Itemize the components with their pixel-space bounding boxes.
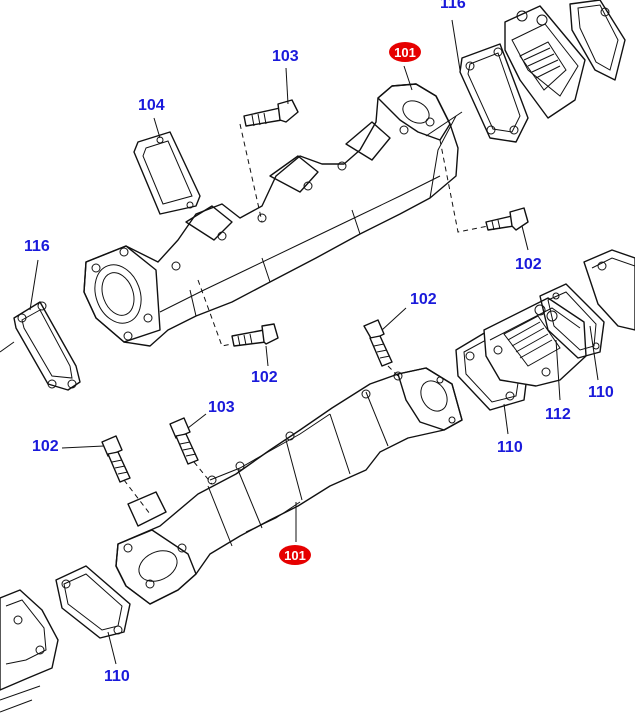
bolt-102-lower-top [363,319,393,367]
bolt-102-upper-left [231,323,279,347]
heat-exchanger-112 [483,297,587,387]
callout-104[interactable]: 104 [138,97,165,114]
bolt-102-upper-right [485,207,529,231]
dashline-lower-103 [193,461,213,485]
callout-110-middle[interactable]: 110 [497,439,523,456]
callout-110-right[interactable]: 110 [588,384,614,401]
gasket-110-right [539,283,605,359]
dashline-lower-102 [123,479,151,515]
callout-103-upper[interactable]: 103 [272,48,299,65]
callout-101-lower[interactable]: 101 [279,545,311,565]
gasket-116-left [0,301,81,391]
cooler-cover-top-right [504,0,626,119]
callout-116-top[interactable]: 116 [440,0,466,12]
gasket-104 [133,131,201,215]
callout-101-upper[interactable]: 101 [389,42,421,62]
dashline-upper-103 [239,123,263,223]
callout-102-lower-top[interactable]: 102 [410,291,437,308]
gasket-110-bottom [55,565,131,639]
leader-lines [29,19,599,665]
callout-110-bottom[interactable]: 110 [104,668,130,685]
callout-112[interactable]: 112 [545,406,571,423]
dashline-lower-102b [387,365,399,377]
callout-102-lower-left[interactable]: 102 [32,438,59,455]
turbo-part-bottom-left [0,589,59,713]
gasket-116-top-right [459,43,529,143]
bolt-102-lower-left [101,435,131,483]
exhaust-manifold-upper [83,83,459,347]
callout-103-lower[interactable]: 103 [208,399,235,416]
callout-102-upper-right[interactable]: 102 [515,256,542,273]
exhaust-manifold-lower [115,367,463,605]
bolt-103-lower [169,417,199,465]
dashline-upper-102 [439,139,489,233]
callout-102-upper-left[interactable]: 102 [251,369,278,386]
cooler-cover-right [583,249,635,331]
bolt-103-upper [243,99,299,127]
callout-116-left[interactable]: 116 [24,238,50,255]
